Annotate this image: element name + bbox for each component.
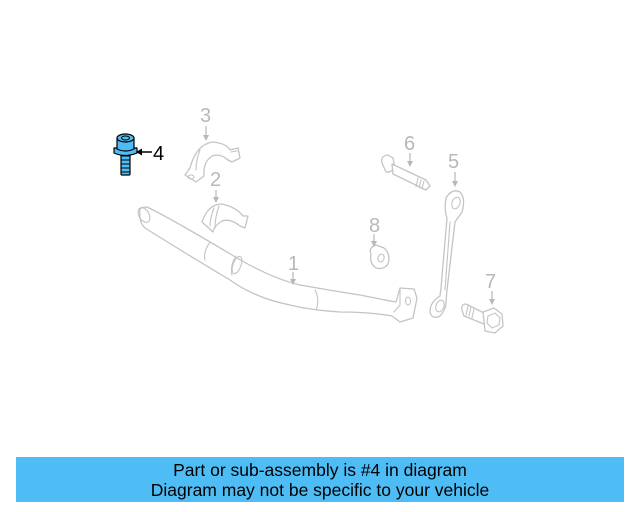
callout-number-1: 1 bbox=[288, 253, 299, 275]
banner-part-info: Part or sub-assembly is #4 in diagram bbox=[173, 459, 467, 480]
part-6-bolt[interactable] bbox=[380, 154, 431, 191]
callout-2: 2 bbox=[210, 169, 221, 203]
part-7-bolt[interactable] bbox=[461, 303, 504, 334]
callout-number-8: 8 bbox=[369, 215, 380, 237]
callout-6: 6 bbox=[404, 133, 415, 167]
parts-diagram: 4 3 2 1 bbox=[113, 105, 504, 334]
callout-1: 1 bbox=[288, 253, 299, 285]
info-banner: Part or sub-assembly is #4 in diagram Di… bbox=[16, 457, 624, 502]
banner-disclaimer: Diagram may not be specific to your vehi… bbox=[150, 479, 490, 500]
callout-number-2: 2 bbox=[210, 169, 221, 191]
callout-7: 7 bbox=[485, 271, 496, 305]
callout-number-6: 6 bbox=[404, 133, 415, 155]
part-1-stabilizer-bar[interactable] bbox=[136, 206, 418, 323]
callout-number-5: 5 bbox=[448, 151, 459, 173]
callout-3: 3 bbox=[200, 105, 211, 141]
callout-4: 4 bbox=[136, 143, 164, 165]
part-8-nut[interactable] bbox=[369, 244, 390, 270]
callout-number-3: 3 bbox=[200, 105, 211, 127]
part-2-bushing[interactable] bbox=[201, 203, 249, 233]
callout-number-4: 4 bbox=[153, 143, 164, 165]
callout-5: 5 bbox=[448, 151, 459, 187]
part-4-bolt-highlighted[interactable] bbox=[113, 133, 138, 176]
callout-number-7: 7 bbox=[485, 271, 496, 293]
part-3-bracket[interactable] bbox=[184, 141, 241, 183]
part-5-link[interactable] bbox=[429, 190, 465, 318]
callout-8: 8 bbox=[369, 215, 380, 247]
